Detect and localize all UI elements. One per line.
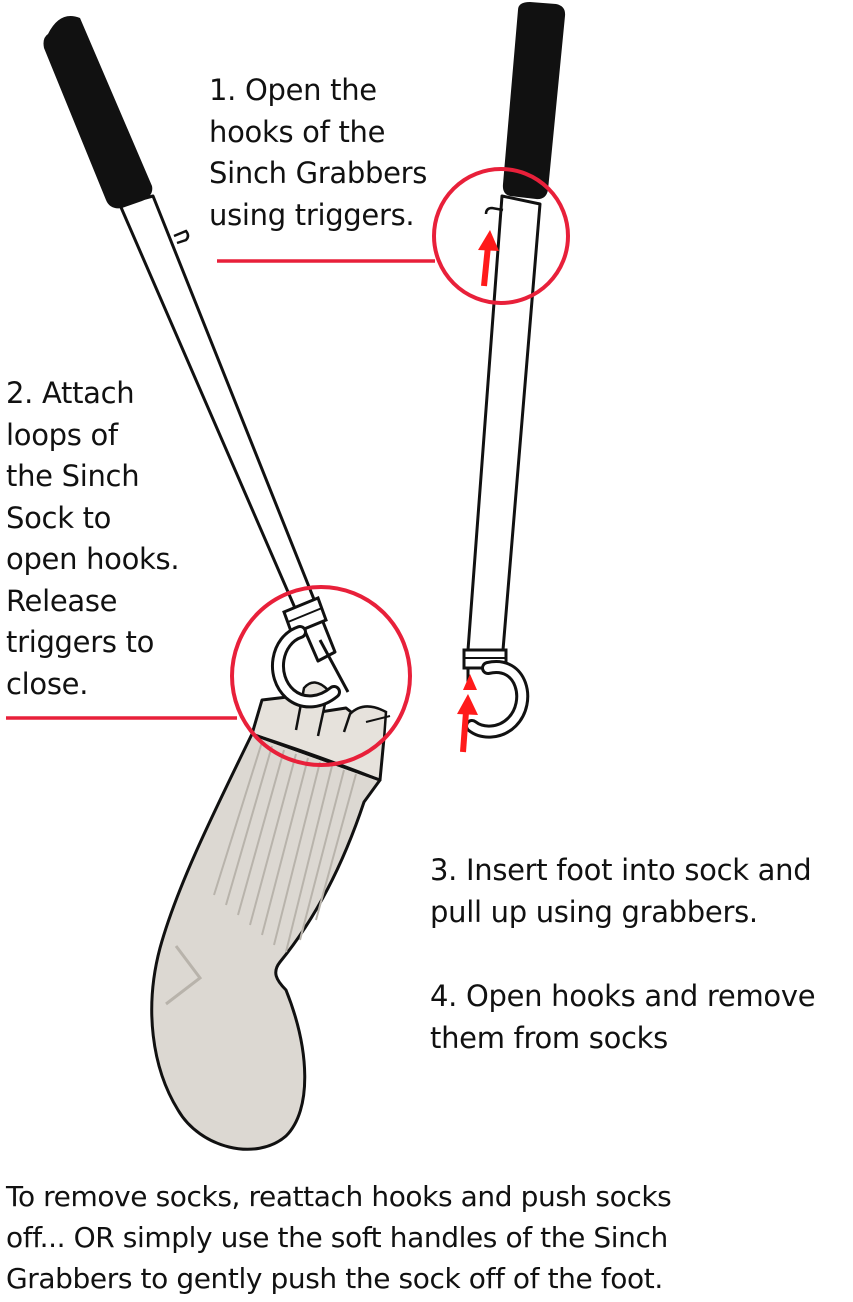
left-handle — [43, 16, 153, 209]
left-hook — [270, 625, 350, 709]
arrow-up-icon — [478, 230, 499, 287]
step2-instruction: 2. Attach loops of the Sinch Sock to ope… — [6, 376, 180, 701]
arrow-up-icon — [463, 674, 477, 690]
callout-step1 — [217, 167, 570, 305]
left-grabber — [43, 16, 337, 663]
arrow-up-icon — [457, 694, 478, 753]
step3-instruction: 3. Insert foot into sock and pull up usi… — [430, 853, 812, 929]
step1-instruction: 1. Open the hooks of the Sinch Grabbers … — [209, 73, 428, 232]
sinch-sock — [150, 681, 391, 1151]
right-grabber — [462, 2, 566, 739]
step4-instruction: 4. Open hooks and remove them from socks — [430, 979, 816, 1055]
removal-instructions: To remove socks, reattach hooks and push… — [6, 1180, 672, 1295]
right-handle — [502, 2, 566, 200]
callout-step2 — [6, 585, 412, 767]
